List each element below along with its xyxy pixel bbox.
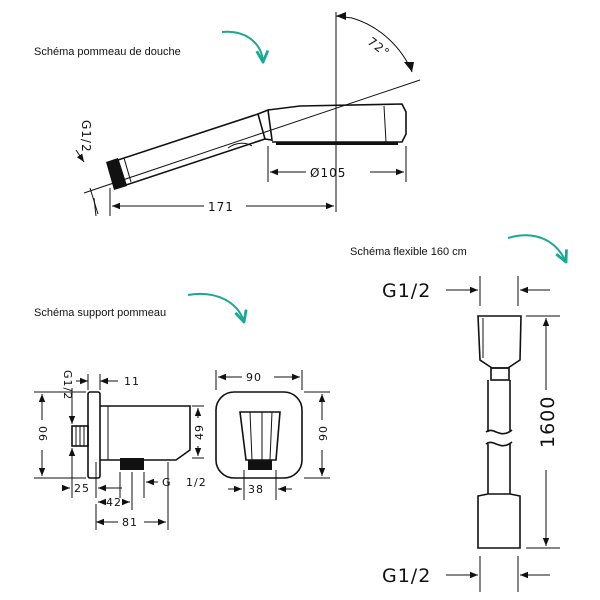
holder-front-drawing: 90 90 38	[215, 370, 330, 500]
teal-arrow-holder	[187, 292, 244, 322]
holder-side-drawing: G1/2 11 90 49 25 G 1/2	[34, 370, 207, 530]
dim-holder-11: 11	[124, 375, 140, 388]
dim-holder-25: 25	[74, 482, 90, 495]
dim-diameter: Ø105	[310, 166, 346, 180]
hose-drawing: G1/2 1600 G1/2	[382, 276, 560, 592]
teal-arrow-shower	[221, 30, 263, 62]
dim-holder-49: 49	[193, 424, 206, 440]
dim-holder-90-top: 90	[246, 371, 262, 384]
holder-body	[100, 405, 191, 461]
caption-hose: Schéma flexible 160 cm	[350, 246, 467, 258]
caption-holder: Schéma support pommeau	[34, 307, 166, 319]
shower-thread-end	[106, 158, 127, 190]
dim-holder-42: 42	[106, 496, 122, 509]
caption-shower-head: Schéma pommeau de douche	[34, 46, 181, 58]
dim-holder-81: 81	[122, 516, 138, 529]
teal-arrow-hose	[507, 234, 566, 262]
dim-holder-38: 38	[248, 483, 264, 496]
dim-holder-thread-size: 1/2	[186, 476, 207, 489]
dim-shower-thread: G1/2	[79, 120, 93, 153]
dim-holder-thread: G1/2	[61, 370, 74, 400]
hose-bottom-fitting	[477, 493, 521, 549]
dim-length: 171	[208, 200, 234, 214]
holder-outlet	[120, 458, 144, 470]
holder-cradle	[239, 411, 281, 461]
dim-hose-length: 1600	[537, 396, 559, 448]
dim-hose-thread-bottom: G1/2	[382, 565, 431, 587]
dim-holder-thread-g: G	[162, 476, 172, 489]
holder-plate	[215, 391, 303, 479]
shower-head-drawing: 72° G1/2 Ø105 171	[75, 12, 421, 217]
dim-hose-thread-top: G1/2	[382, 280, 431, 302]
holder-flange	[87, 391, 101, 479]
dim-holder-90-right: 90	[317, 425, 330, 441]
dim-holder-90-side: 90	[37, 425, 50, 441]
hose-top-fitting	[477, 315, 522, 369]
